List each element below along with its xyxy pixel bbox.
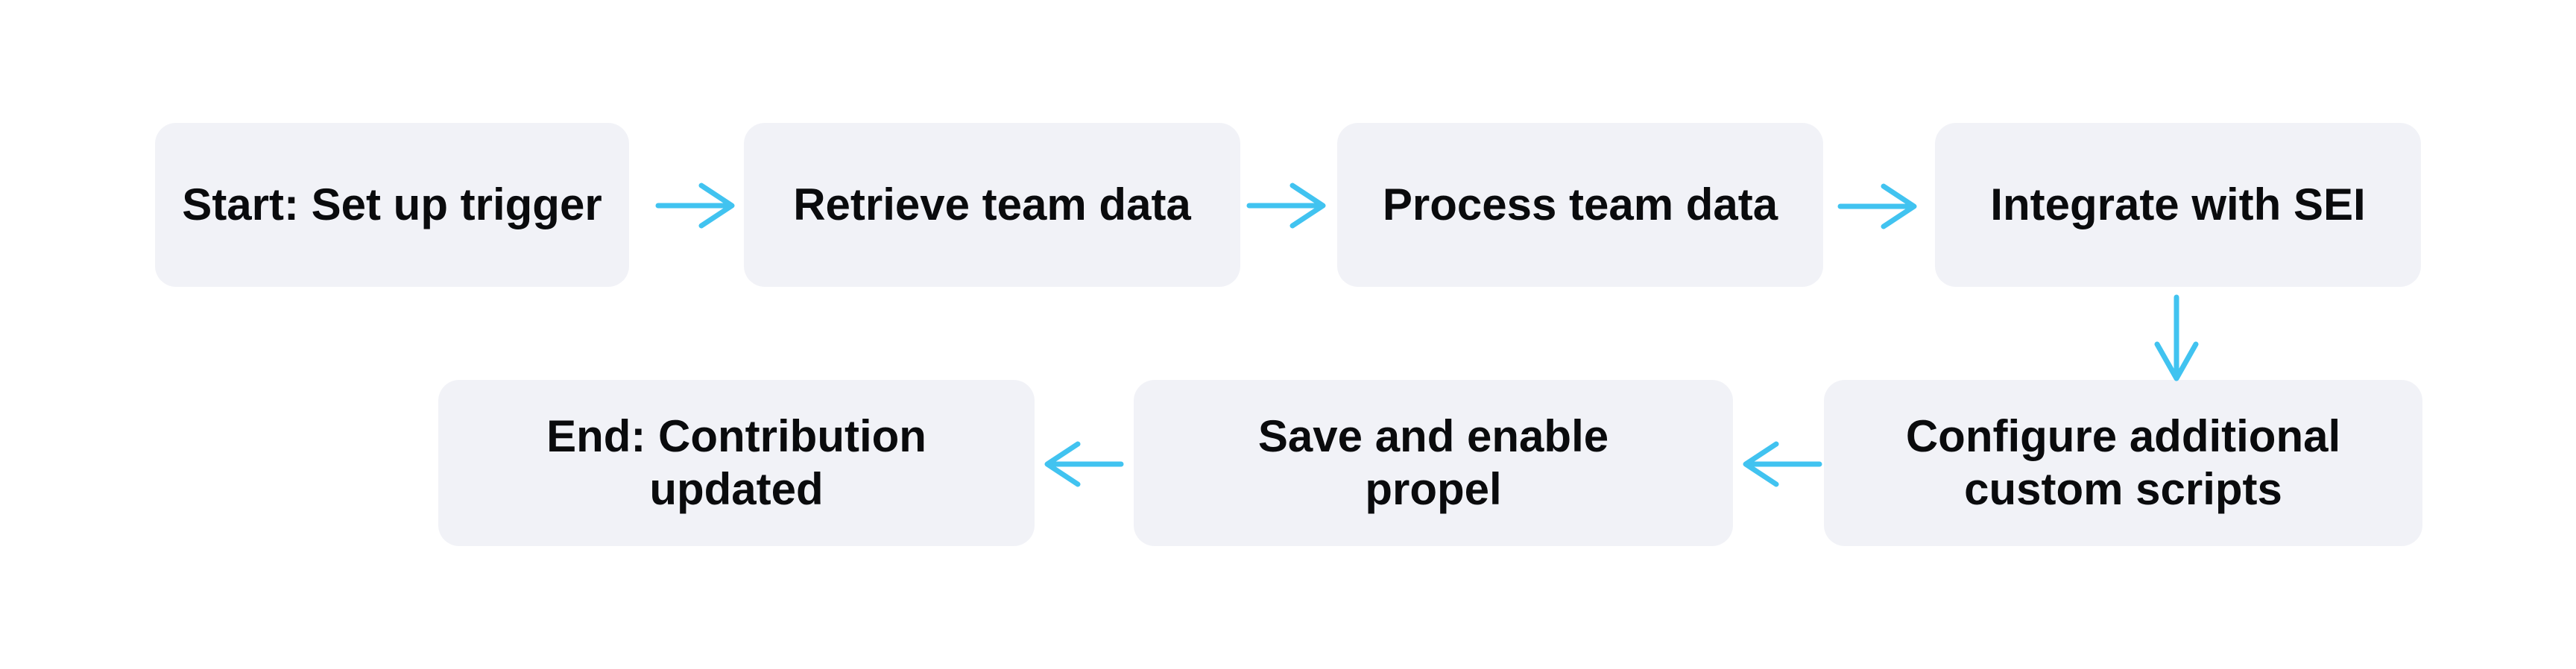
flow-node-save: Save and enable propel bbox=[1134, 380, 1733, 546]
flow-node-process: Process team data bbox=[1337, 123, 1823, 287]
flow-node-configure: Configure additional custom scripts bbox=[1824, 380, 2422, 546]
flow-node-integrate: Integrate with SEI bbox=[1935, 123, 2421, 287]
flow-node-retrieve: Retrieve team data bbox=[744, 123, 1240, 287]
left-arrow-icon-configure-to-save bbox=[1743, 441, 1822, 487]
flow-node-retrieve-label: Retrieve team data bbox=[793, 179, 1191, 229]
right-arrow-icon-retrieve-to-process bbox=[1246, 183, 1326, 229]
flow-node-configure-label: Configure additional custom scripts bbox=[1905, 410, 2341, 514]
flow-node-process-label: Process team data bbox=[1382, 179, 1778, 229]
flow-node-start-label: Start: Set up trigger bbox=[182, 179, 602, 229]
flow-node-end: End: Contribution updated bbox=[438, 380, 1035, 546]
flow-node-integrate-label: Integrate with SEI bbox=[1990, 179, 2366, 229]
down-arrow-icon-integrate-to-configure bbox=[2154, 294, 2199, 381]
left-arrow-icon-save-to-end bbox=[1044, 441, 1124, 487]
flow-node-save-label: Save and enable propel bbox=[1257, 410, 1609, 514]
flow-node-end-label: End: Contribution updated bbox=[546, 410, 926, 514]
right-arrow-icon-start-to-retrieve bbox=[655, 183, 735, 229]
right-arrow-icon-process-to-integrate bbox=[1837, 183, 1917, 229]
flow-node-start: Start: Set up trigger bbox=[155, 123, 629, 287]
